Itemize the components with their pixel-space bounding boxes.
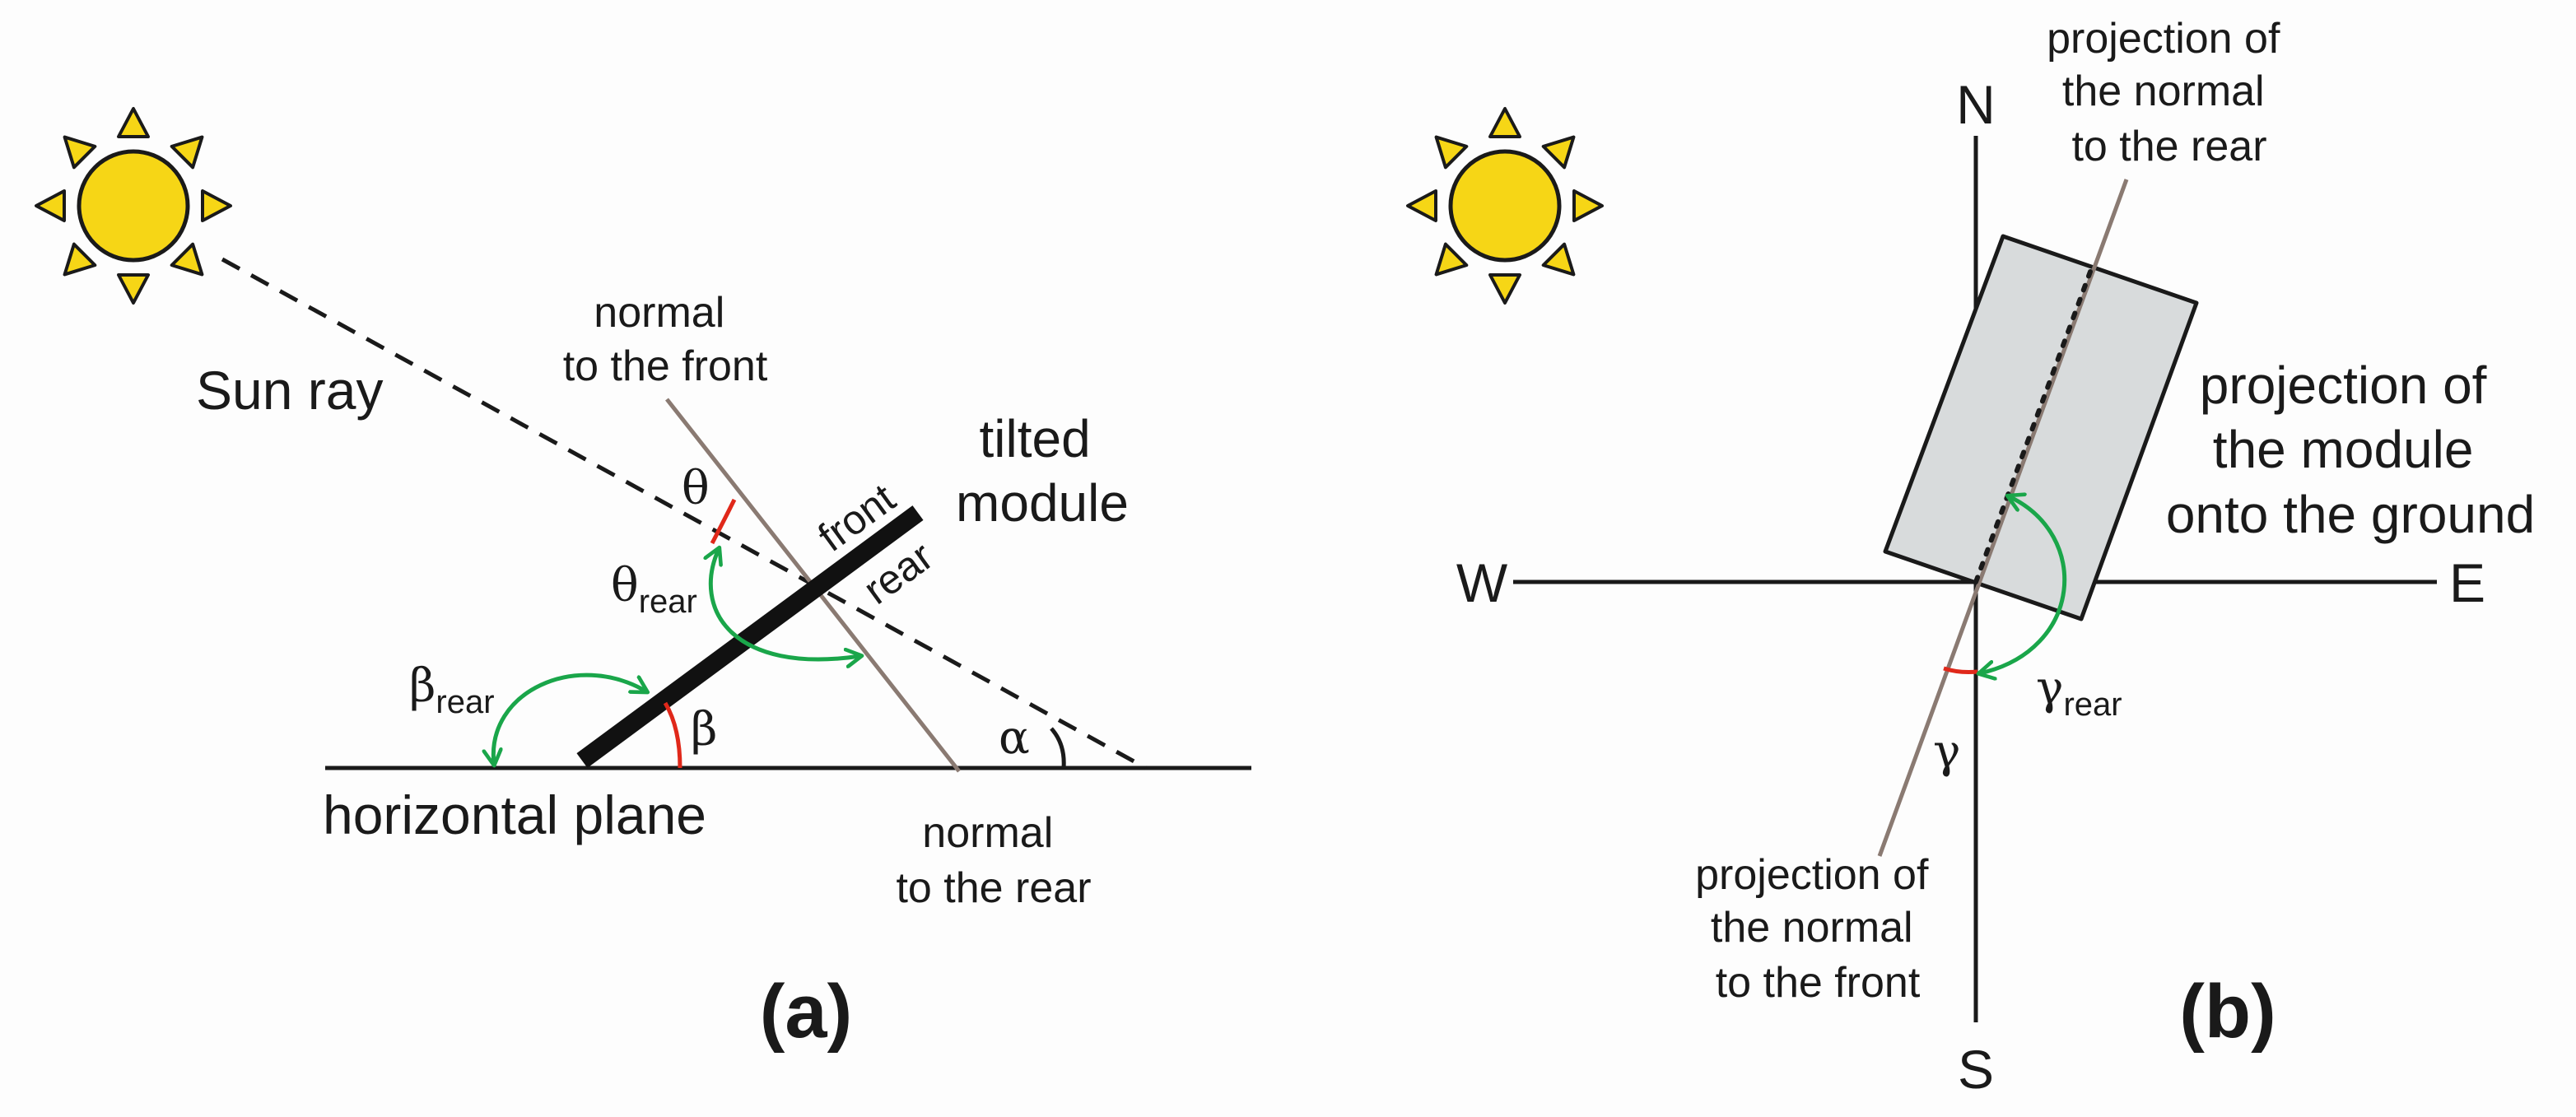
proj-normal-front-label: projection of the normal to the front <box>1695 851 1940 1007</box>
sun-icon <box>35 107 232 305</box>
proj-module-label: projection of the module onto the ground <box>2166 356 2535 544</box>
east-label: E <box>2449 552 2485 613</box>
panel-a: Sun ray normal to the front tilted modul… <box>35 107 1251 1054</box>
alpha-label: α <box>999 711 1030 765</box>
panel-b: N S W E projection of the normal to the … <box>1406 15 2535 1100</box>
beta-arc <box>663 701 682 769</box>
normal-front-label: normal to the front <box>563 289 768 390</box>
beta-rear-arrow <box>493 673 646 764</box>
theta-rear-label: θrear <box>611 559 697 620</box>
theta-arc <box>710 498 737 545</box>
alpha-arc <box>1050 727 1066 769</box>
module-projection <box>1883 234 2199 621</box>
horizontal-plane-label: horizontal plane <box>323 784 706 845</box>
normal-rear-label: normal to the rear <box>896 809 1091 912</box>
sun-ray-line <box>221 257 1148 770</box>
gamma-arc <box>1943 666 1978 674</box>
theta-rear-arrow <box>710 549 860 659</box>
beta-rear-label: βrear <box>409 659 495 720</box>
gamma-label: γ <box>1933 725 1960 779</box>
panel-a-caption: (a) <box>760 970 852 1054</box>
sun-ray-label: Sun ray <box>196 360 383 421</box>
sun-icon-b <box>1406 107 1604 305</box>
gamma-rear-arrow <box>1980 496 2067 673</box>
south-label: S <box>1958 1039 1994 1100</box>
panel-b-caption: (b) <box>2179 970 2276 1054</box>
beta-label: β <box>691 703 717 756</box>
north-label: N <box>1956 74 1996 135</box>
west-label: W <box>1456 552 1508 613</box>
normal-projection-dotted <box>1973 269 2093 584</box>
proj-normal-rear-label: projection of the normal to the rear <box>2047 15 2292 170</box>
tilted-module-label: tilted module <box>956 409 1129 533</box>
theta-label: θ <box>682 462 710 515</box>
gamma-rear-label: γrear <box>2036 662 2122 723</box>
